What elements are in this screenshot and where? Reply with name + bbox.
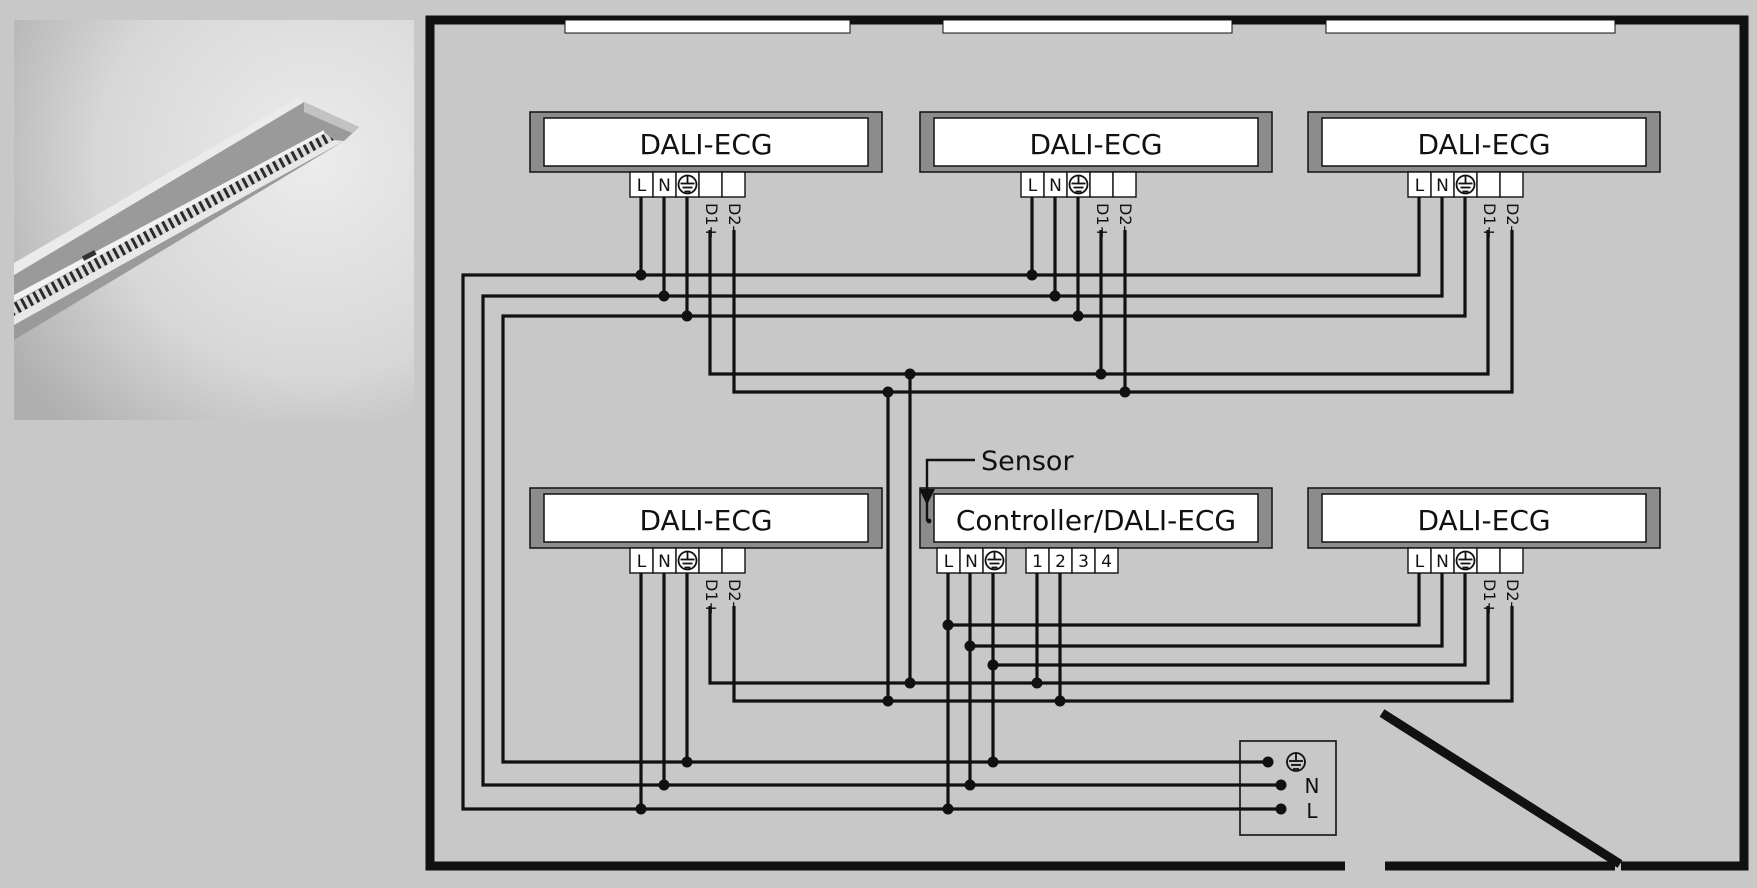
dali-d1-upper [708,230,1490,376]
junction-dot [882,386,894,398]
terminal-cell [1476,547,1501,574]
junction-dot [1095,368,1107,380]
luminaire-label: DALI-ECG [1417,128,1550,161]
door-leaf [1379,709,1623,868]
door-gap [1345,858,1385,874]
junction-dot [1119,386,1131,398]
luminaire-body [543,493,869,543]
dali-terminal-label: D2- [1503,203,1522,231]
junction-dot [681,756,693,768]
terminal-label: N [965,552,978,572]
sensor-arrow [919,489,935,505]
neutral-bus [481,197,1444,787]
terminal-label: N [658,176,671,196]
junction-dot [1049,290,1061,302]
dali-d2-upper [732,230,1514,394]
terminal-label: N [1049,176,1062,196]
terminal-cell [698,171,723,198]
dali-terminal-label: D2- [725,203,744,231]
live-bus [461,197,1421,811]
dali-terminal-label: D2- [1503,579,1522,607]
luminaire-body [543,117,869,167]
control-terminal-cell [1094,547,1119,574]
window [564,19,851,34]
supply-N-label: N [1305,774,1320,798]
junction-dot [964,779,976,791]
dali-terminal-label: D1+ [702,579,721,615]
terminal-label: L [1028,176,1038,196]
junction-dot [635,269,647,281]
junction-dot [1031,677,1043,689]
control-terminal-label: 1 [1032,552,1043,572]
terminal-cell [1112,171,1137,198]
terminal-cell [1499,171,1524,198]
terminal-label: L [944,552,954,572]
dali-d2-lower [732,606,1514,703]
luminaire-label: DALI-ECG [639,128,772,161]
earth-bus [501,197,1467,764]
sensor-label: Sensor [981,446,1074,477]
terminal-cell [1499,547,1524,574]
luminaire-body [933,117,1259,167]
junction-dot [1072,310,1084,322]
terminal-cell [1476,171,1501,198]
junction-dot [658,779,670,791]
dali-d1-lower [708,606,1490,685]
junction-dot [904,368,916,380]
control-terminal-label: 3 [1078,552,1089,572]
junction-dot [658,290,670,302]
supply-box [1239,740,1337,836]
dali-terminal-label: D1+ [1093,203,1112,239]
supply-L-label: L [1306,799,1318,823]
luminaire-label: DALI-ECG [1417,504,1550,537]
junction-dot [1275,803,1287,815]
luminaire-label: DALI-ECG [639,504,772,537]
dali-terminal-label: D1+ [1480,203,1499,239]
luminaire-label: DALI-ECG [1029,128,1162,161]
feed-PE [993,573,1467,667]
window [1325,19,1616,34]
feed-L [948,573,1421,627]
junction-dot [987,756,999,768]
dali-terminal-label: D1+ [702,203,721,239]
sensor-point [926,518,932,524]
luminaire-label: Controller/DALI-ECG [956,504,1236,537]
junction-dot [942,803,954,815]
junction-dot [681,310,693,322]
terminal-label: N [1436,552,1449,572]
terminal-label: L [637,552,647,572]
terminal-label: L [1415,552,1425,572]
control-terminal-label: 4 [1101,552,1112,572]
feed-N [970,573,1444,648]
luminaire-body [1321,117,1647,167]
junction-dot [1275,779,1287,791]
luminaire-body [933,493,1259,543]
junction-dot [1262,756,1274,768]
terminal-cell [721,547,746,574]
luminaire-body [1321,493,1647,543]
terminal-label: N [1436,176,1449,196]
junction-dot [1026,269,1038,281]
terminal-cell [721,171,746,198]
terminal-cell [698,547,723,574]
dali-terminal-label: D1+ [1480,579,1499,615]
dali-terminal-label: D2- [725,579,744,607]
terminal-label: L [637,176,647,196]
window [942,19,1233,34]
terminal-label: N [658,552,671,572]
terminal-cell [1089,171,1114,198]
luminaire-photo [14,20,414,420]
junction-dot [635,803,647,815]
dali-terminal-label: D2- [1116,203,1135,231]
terminal-label: L [1415,176,1425,196]
control-terminal-label: 2 [1055,552,1066,572]
junction-dot [1054,695,1066,707]
